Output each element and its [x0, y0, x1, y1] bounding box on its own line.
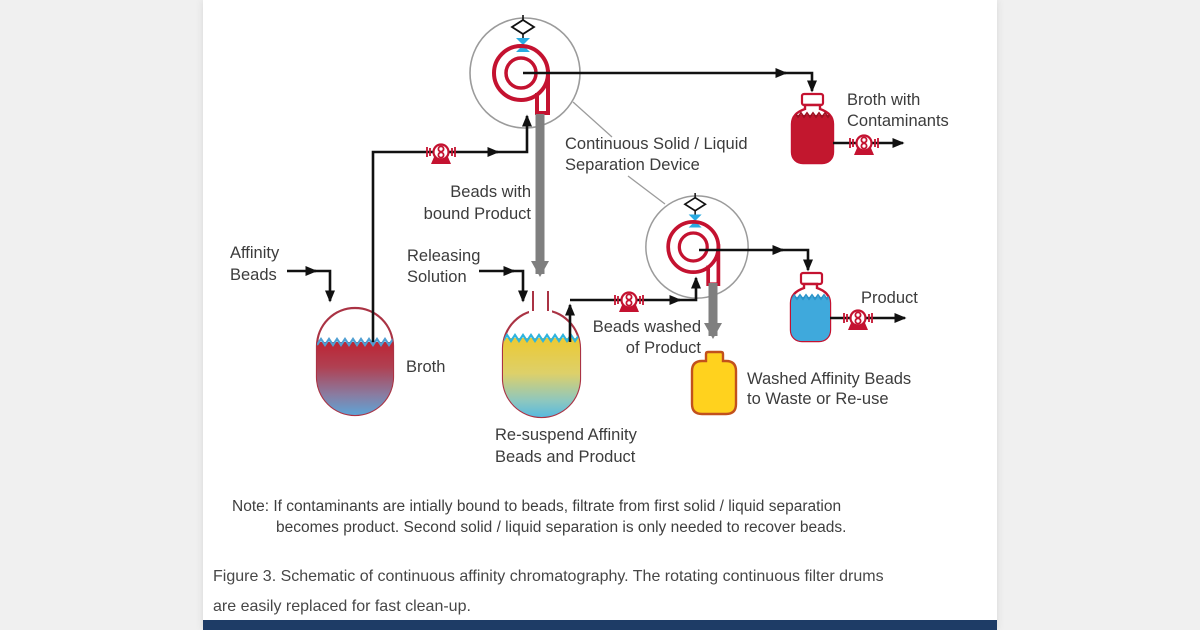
label-affinity-beads-line1: Affinity: [230, 244, 280, 262]
label-device-line2: Separation Device: [565, 156, 700, 174]
label-device-line1: Continuous Solid / Liquid: [565, 135, 748, 153]
contaminants-bottle: [790, 92, 835, 165]
pump-icon-3: [613, 291, 645, 314]
label-waste-line1: Washed Affinity Beads: [747, 370, 911, 388]
label-beads-washed-line1: Beads washed: [593, 318, 701, 336]
figure-caption-line2: are easily replaced for fast clean-up.: [213, 598, 471, 615]
figure-note-line1: Note: If contaminants are intially bound…: [232, 498, 842, 515]
pump-icon-2: [848, 134, 880, 157]
device-callout-line-2: [627, 175, 666, 205]
label-releasing-line1: Releasing: [407, 247, 480, 265]
label-product: Product: [861, 289, 918, 307]
label-broth-contaminants-line2: Contaminants: [847, 112, 949, 130]
filter-drum-1: [468, 13, 582, 130]
label-beads-washed-line2: of Product: [626, 339, 702, 357]
figure-note-line2: becomes product. Second solid / liquid s…: [276, 519, 847, 536]
bottom-accent-bar: [203, 620, 997, 630]
device-callout-line-1: [572, 101, 613, 138]
label-affinity-beads-line2: Beads: [230, 266, 277, 284]
label-beads-bound-line1: Beads with: [450, 183, 531, 201]
label-beads-bound-line2: bound Product: [424, 205, 532, 223]
label-resuspend-line1: Re-suspend Affinity: [495, 426, 638, 444]
broth-vessel: [315, 306, 395, 417]
label-resuspend-line2: Beads and Product: [495, 448, 636, 466]
product-bottle: [789, 271, 832, 343]
label-broth-contaminants-line1: Broth with: [847, 91, 920, 109]
figure-caption-line1: Figure 3. Schematic of continuous affini…: [213, 568, 884, 585]
label-waste-line2: to Waste or Re-use: [747, 390, 889, 408]
waste-beads-vessel: [690, 350, 738, 416]
pump-icon-1: [425, 143, 457, 166]
label-broth: Broth: [406, 358, 445, 376]
label-releasing-line2: Solution: [407, 268, 467, 286]
pump-icon-4: [842, 309, 874, 332]
resuspend-vessel: [501, 291, 582, 419]
